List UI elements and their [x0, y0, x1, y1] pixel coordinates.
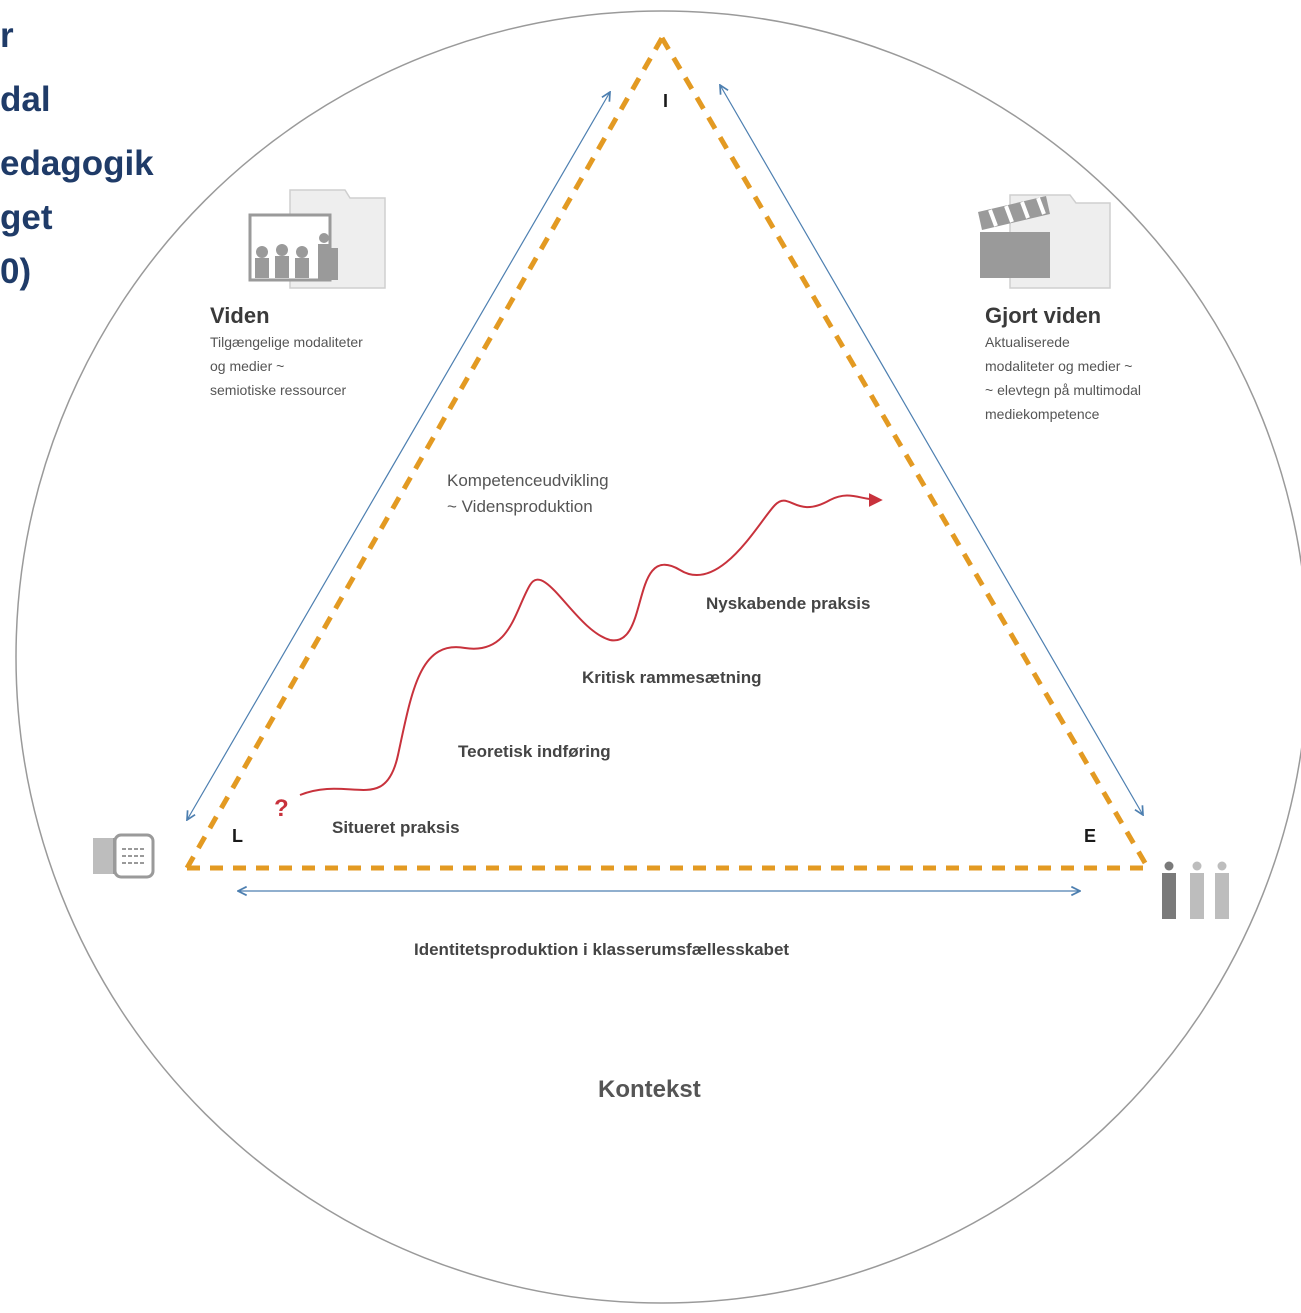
title-fragment: 0) [0, 252, 32, 291]
competence-line: Kompetenceudvikling [447, 471, 609, 490]
teacher-presentation-folder-icon [248, 189, 386, 289]
stage-label: Nyskabende praksis [706, 594, 871, 613]
context-circle [15, 10, 1301, 1304]
title-fragment: dal [0, 80, 51, 119]
stage-label: Situeret praksis [332, 818, 460, 837]
title-fragment: edagogik [0, 144, 154, 183]
stage-label: Teoretisk indføring [458, 742, 611, 761]
done-knowledge-line: modaliteter og medier ~ [985, 358, 1133, 374]
done-knowledge-line: mediekompetence [985, 406, 1100, 422]
vertex-label-left: L [232, 826, 243, 846]
film-clapper-folder-icon [978, 194, 1111, 289]
arrow-right-side [720, 85, 1143, 815]
knowledge-heading: Viden [210, 303, 270, 328]
done-knowledge-line: Aktualiserede [985, 334, 1070, 350]
knowledge-line: og medier ~ [210, 358, 285, 374]
stage-label: Kritisk rammesætning [582, 668, 762, 687]
document-icon [93, 833, 155, 879]
students-icon [1162, 861, 1229, 919]
vertex-label-top: I [663, 91, 669, 111]
vertex-label-right: E [1084, 826, 1097, 846]
triangle-edge-right [659, 36, 1151, 870]
title-fragment: get [0, 198, 53, 237]
context-label: Kontekst [598, 1076, 701, 1103]
question-mark: ? [274, 795, 289, 822]
competence-line: ~ Vidensproduktion [447, 497, 593, 516]
title-fragment: r [0, 16, 14, 55]
identity-label: Identitetsproduktion i klasserumsfælless… [414, 940, 790, 959]
arrow-left-side [187, 92, 610, 820]
knowledge-line: Tilgængelige modaliteter [210, 334, 363, 350]
knowledge-line: semiotiske ressourcer [210, 382, 347, 398]
done-knowledge-heading: Gjort viden [985, 303, 1102, 328]
done-knowledge-line: ~ elevtegn på multimodal [985, 382, 1142, 398]
progression-wave-arrow [299, 492, 883, 796]
